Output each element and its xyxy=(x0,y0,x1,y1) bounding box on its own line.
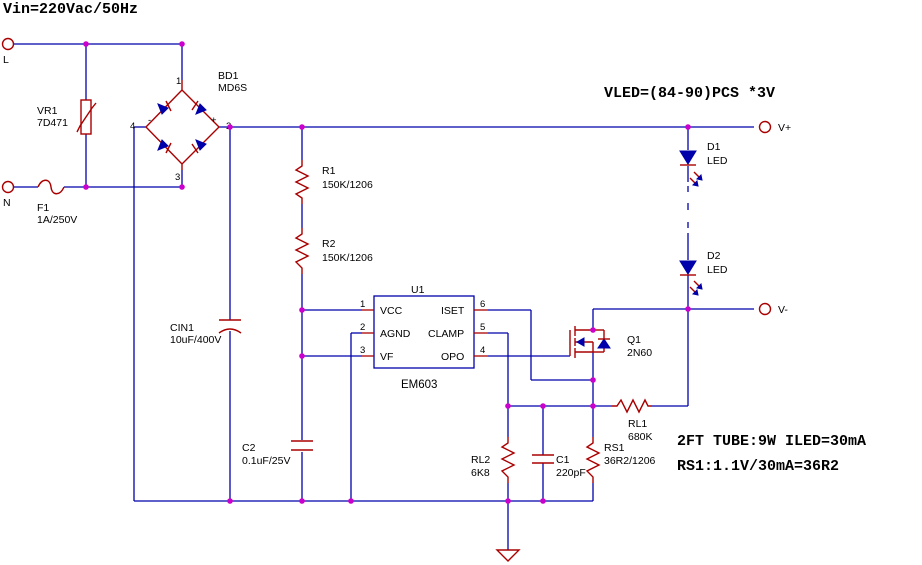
tube-note: 2FT TUBE:9W ILED=30mA xyxy=(677,433,866,450)
junctions xyxy=(83,41,691,504)
f1-ref: F1 xyxy=(37,202,49,214)
rl1-value: 680K xyxy=(628,431,653,443)
varistor-vr1: VR1 7D471 xyxy=(37,99,97,135)
u1-pin2-num: 2 xyxy=(360,322,365,333)
rl1-ref: RL1 xyxy=(628,418,647,430)
u1-ref: U1 xyxy=(411,284,425,296)
wires xyxy=(13,43,754,550)
c2-value: 0.1uF/25V xyxy=(242,455,290,467)
resistor-rs1: RS1 36R2/1206 xyxy=(585,437,656,483)
bd1-value: MD6S xyxy=(218,82,247,94)
u1-pin-vf: VF xyxy=(380,351,393,363)
u1-pin-clamp: CLAMP xyxy=(428,328,464,340)
cin1-value: 10uF/400V xyxy=(170,334,221,346)
r2-ref: R2 xyxy=(322,238,336,250)
d1-value: LED xyxy=(707,155,728,167)
terminal-vplus-label: V+ xyxy=(778,122,791,134)
vr1-value: 7D471 xyxy=(37,117,68,129)
resistor-r1: R1 150K/1206 xyxy=(294,160,373,204)
terminal-n-label: N xyxy=(3,197,11,209)
f1-value: 1A/250V xyxy=(37,214,77,226)
bd1-minus: - xyxy=(148,115,151,126)
rs-note: RS1:1.1V/30mA=36R2 xyxy=(677,458,839,475)
resistor-r2: R2 150K/1206 xyxy=(294,228,373,274)
d2-value: LED xyxy=(707,264,728,276)
r1-ref: R1 xyxy=(322,165,336,177)
u1-pin-agnd: AGND xyxy=(380,328,411,340)
vled-note: VLED=(84-90)PCS *3V xyxy=(604,85,775,102)
rl2-value: 6K8 xyxy=(471,467,490,479)
terminal-vplus: V+ xyxy=(758,120,791,134)
q1-value: 2N60 xyxy=(627,347,652,359)
bd1-ref: BD1 xyxy=(218,70,239,82)
resistor-rl1: RL1 680K xyxy=(612,398,653,443)
u1-pin6-num: 6 xyxy=(480,299,485,310)
u1-pin3-num: 3 xyxy=(360,345,365,356)
resistor-rl2: RL2 6K8 xyxy=(471,437,516,483)
u1-pin5-num: 5 xyxy=(480,322,485,333)
mosfet-q1: Q1 2N60 xyxy=(569,326,652,359)
ground-symbol xyxy=(495,549,521,562)
terminal-n: N xyxy=(1,180,15,209)
vr1-ref: VR1 xyxy=(37,105,58,117)
u1-pin-iset: ISET xyxy=(441,305,465,317)
capacitor-c1: C1 220pF xyxy=(532,454,586,479)
terminal-vminus-label: V- xyxy=(778,304,788,316)
rs1-ref: RS1 xyxy=(604,442,625,454)
r2-value: 150K/1206 xyxy=(322,252,373,264)
fuse-f1: F1 1A/250V xyxy=(37,179,77,226)
u1-pin4-num: 4 xyxy=(480,345,485,356)
bd1-plus: + xyxy=(211,115,217,126)
led-d2: D2 LED xyxy=(679,250,728,296)
cin1-ref: CIN1 xyxy=(170,322,194,334)
input-voltage-title: Vin=220Vac/50Hz xyxy=(3,1,138,18)
u1-pin-opo: OPO xyxy=(441,351,464,363)
bd1-pin1: 1 xyxy=(176,76,181,87)
d1-ref: D1 xyxy=(707,141,721,153)
r1-value: 150K/1206 xyxy=(322,179,373,191)
bd1-pin4: 4 xyxy=(130,121,135,132)
u1-pin1-num: 1 xyxy=(360,299,365,310)
terminal-l-label: L xyxy=(3,54,9,66)
ic-u1: U1 EM603 1 2 3 6 5 4 VCC AGND VF ISET CL… xyxy=(360,284,488,391)
terminal-vminus: V- xyxy=(758,302,788,316)
c1-ref: C1 xyxy=(556,454,570,466)
d2-ref: D2 xyxy=(707,250,721,262)
u1-part: EM603 xyxy=(401,379,437,391)
c2-ref: C2 xyxy=(242,442,256,454)
u1-pin-vcc: VCC xyxy=(380,305,403,317)
capacitor-cin1: CIN1 10uF/400V xyxy=(170,319,242,346)
led-d1: D1 LED xyxy=(679,141,728,187)
capacitor-c2: C2 0.1uF/25V xyxy=(242,440,313,467)
rl2-ref: RL2 xyxy=(471,454,490,466)
q1-ref: Q1 xyxy=(627,334,641,346)
rs1-value: 36R2/1206 xyxy=(604,455,656,467)
bd1-pin3: 3 xyxy=(175,172,180,183)
terminal-l: L xyxy=(1,37,15,66)
c1-value: 220pF xyxy=(556,467,586,479)
